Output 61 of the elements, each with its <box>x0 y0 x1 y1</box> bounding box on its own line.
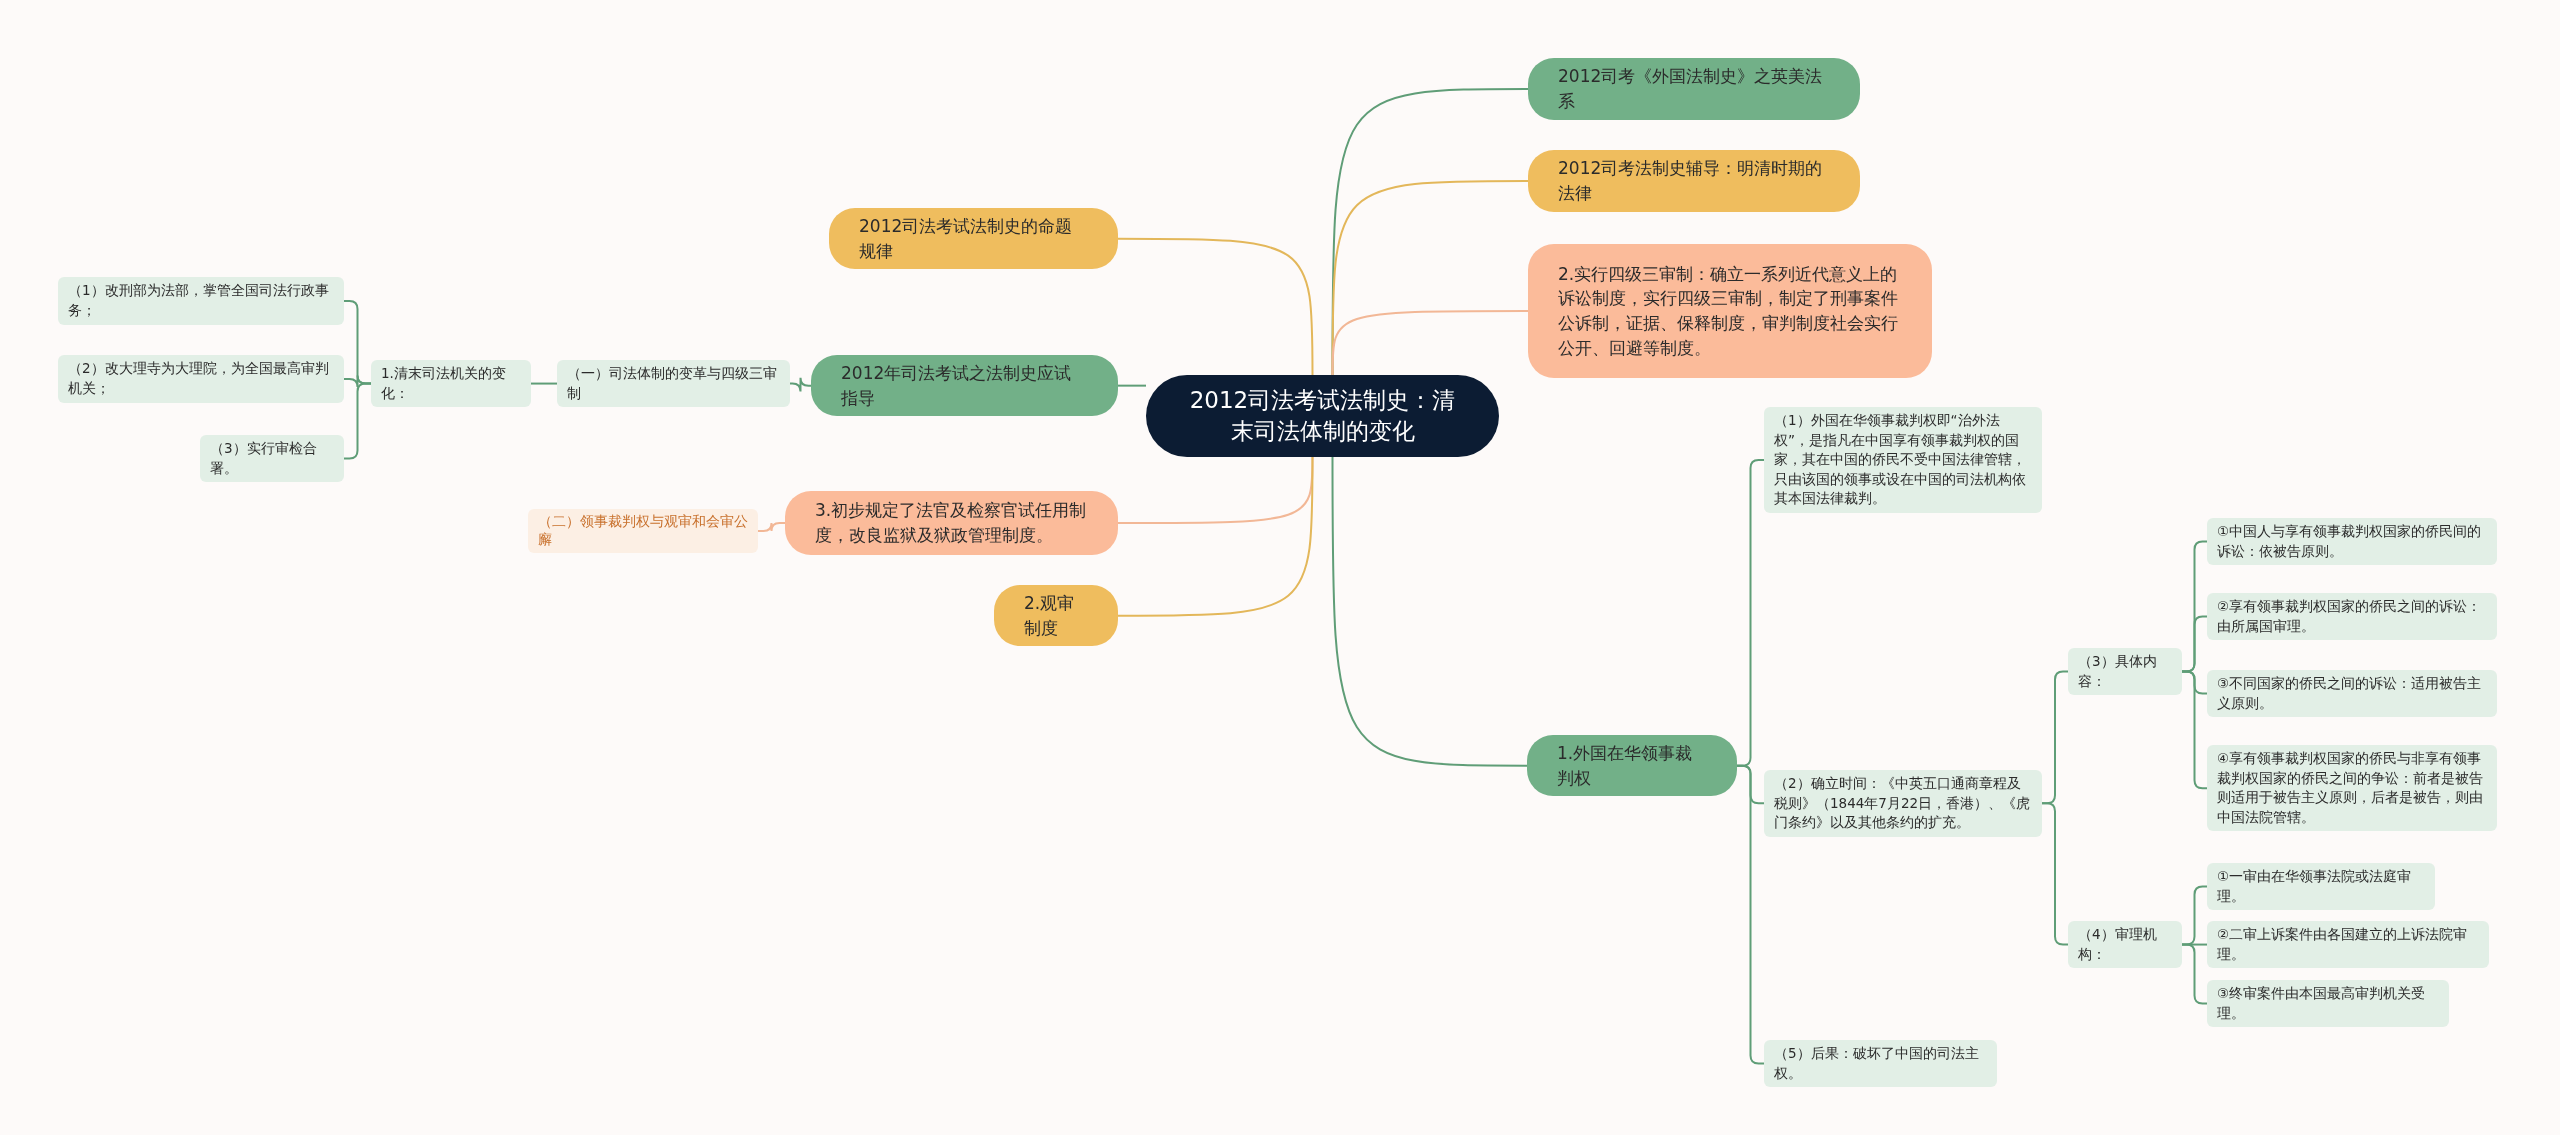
topic-text: （二）领事裁判权与观审和会审公廨 <box>538 513 748 549</box>
topic-text: ②二审上诉案件由各国建立的上诉法院审理。 <box>2217 925 2469 964</box>
topic-text: （2）改大理寺为大理院，为全国最高审判机关； <box>68 359 330 398</box>
subtopic-box <box>528 509 758 553</box>
subtopic-box <box>2068 921 2182 969</box>
topic-box <box>1527 735 1737 797</box>
topic-text: （4）审理机构： <box>2078 925 2158 964</box>
topic-text: ①一审由在华领事法院或法庭审理。 <box>2217 867 2413 906</box>
topic-text: ①中国人与享有领事裁判权国家的侨民间的诉讼：依被告原则。 <box>2217 522 2483 561</box>
topic-box <box>1528 150 1860 212</box>
subtopic-box <box>1764 1040 1997 1088</box>
topic-text: 2012司法考试法制史的命题规律 <box>859 215 1074 263</box>
subtopic-box <box>1764 770 2042 837</box>
topic-text: 2012司法考试法制史：清末司法体制的变化 <box>1188 385 1457 446</box>
topic-text: 2.观审制度 <box>1024 592 1076 640</box>
topic-text: 2012司考《外国法制史》之英美法系 <box>1558 65 1824 113</box>
subtopic-box <box>2207 670 2497 718</box>
topic-text: ③不同国家的侨民之间的诉讼：适用被告主义原则。 <box>2217 674 2483 713</box>
topic-text: （3）具体内容： <box>2078 652 2158 691</box>
subtopic-box <box>200 435 344 483</box>
topic-text: （1）改刑部为法部，掌管全国司法行政事务； <box>68 281 330 320</box>
topic-text: （3）实行审检合署。 <box>210 439 318 478</box>
connector-line <box>1117 237 1314 376</box>
subtopic-box <box>1764 407 2042 513</box>
subtopic-box <box>371 360 531 408</box>
topic-text: 3.初步规定了法官及检察官试任用制度，改良监狱及狱政管理制度。 <box>815 499 1088 547</box>
subtopic-box <box>2068 648 2182 696</box>
topic-box <box>994 585 1118 647</box>
topic-text: 2012年司法考试之法制史应试指导 <box>841 362 1073 410</box>
connector-line <box>757 522 786 532</box>
subtopic-box <box>2207 921 2489 969</box>
topic-text: 1.清末司法机关的变化： <box>381 364 507 403</box>
topic-text: （一）司法体制的变革与四级三审制 <box>567 364 778 403</box>
topic-text: （1）外国在华领事裁判权即“治外法权”，是指凡在中国享有领事裁判权的国家，其在中国的侨民不受中国法律管辖，只由该国的领事或设在中国的司法机构依其本国法律裁判。 <box>1774 411 2027 509</box>
subtopic-box <box>2207 863 2435 911</box>
connector-line <box>1117 456 1314 617</box>
topic-box <box>811 355 1118 417</box>
topic-text: （2）确立时间：《中英五口通商章程及税则》（1844年7月22日，香港）、《虎门条约》以及其他条约的扩充。 <box>1774 774 2032 833</box>
topic-text: 2.实行四级三审制：确立一系列近代意义上的诉讼制度，实行四级三审制，制定了刑事案件公诉制，证据、保释制度，审判制度社会实行公开、回避等制度。 <box>1558 262 1899 360</box>
topic-box <box>1528 244 1932 378</box>
subtopic-box <box>557 360 790 408</box>
topic-box <box>829 208 1118 270</box>
connector-line <box>1117 384 1147 387</box>
subtopic-box <box>58 277 344 325</box>
topic-text: 2012司考法制史辅导：明清时期的法律 <box>1558 157 1824 205</box>
subtopic-box <box>2207 518 2497 566</box>
topic-text: （5）后果：破坏了中国的司法主权。 <box>1774 1044 1980 1083</box>
topic-box <box>1528 58 1860 120</box>
connector-line <box>1331 456 1528 767</box>
connector-line <box>530 382 558 385</box>
topic-text: ②享有领事裁判权国家的侨民之间的诉讼：由所属国审理。 <box>2217 597 2483 636</box>
subtopic-box <box>2207 593 2497 641</box>
subtopic-box <box>58 355 344 403</box>
topic-text: ③终审案件由本国最高审判机关受理。 <box>2217 984 2427 1023</box>
connector-line <box>1331 310 1529 376</box>
topic-text: 1.外国在华领事裁判权 <box>1557 742 1694 790</box>
connector-line <box>789 376 812 393</box>
subtopic-box <box>2207 745 2497 832</box>
subtopic-box <box>2207 980 2449 1028</box>
topic-text: ④享有领事裁判权国家的侨民与非享有领事裁判权国家的侨民之间的争讼：前者是被告则适用于被告主义原则，后者是被告，则由中国法院管辖。 <box>2217 749 2484 827</box>
topic-box <box>785 491 1118 555</box>
